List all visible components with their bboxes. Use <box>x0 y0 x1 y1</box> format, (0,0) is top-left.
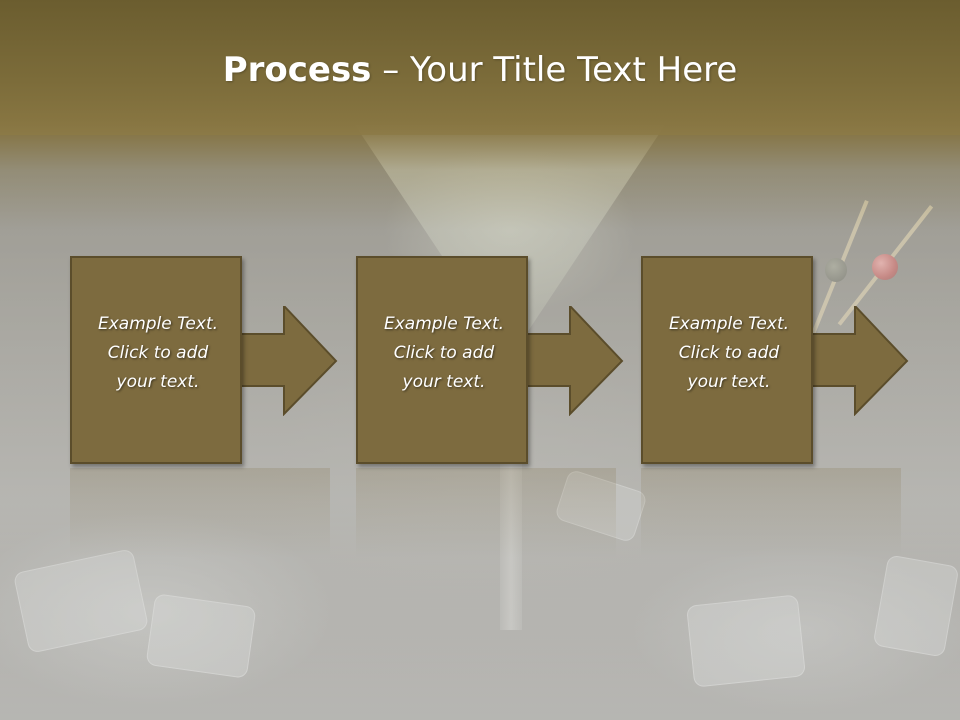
step-reflection <box>70 468 330 558</box>
step-text[interactable]: Example Text. Click to add your text. <box>97 314 219 392</box>
title-bold-text: Process <box>222 50 372 90</box>
title-band <box>0 0 960 135</box>
step-reflection <box>356 468 616 558</box>
right-arrow-icon <box>811 306 909 416</box>
step-text[interactable]: Example Text. Click to add your text. <box>668 314 790 392</box>
step-box[interactable]: Example Text. Click to add your text. <box>641 256 813 464</box>
step-box[interactable]: Example Text. Click to add your text. <box>70 256 242 464</box>
title-text: – Your Title Text Here <box>371 50 738 90</box>
process-step-1[interactable]: Example Text. Click to add your text. <box>70 256 410 468</box>
step-text[interactable]: Example Text. Click to add your text. <box>383 314 505 392</box>
right-arrow-icon <box>526 306 624 416</box>
step-reflection <box>641 468 901 558</box>
step-box[interactable]: Example Text. Click to add your text. <box>356 256 528 464</box>
slide-title[interactable]: Process – Your Title Text Here <box>0 50 960 90</box>
right-arrow-icon <box>240 306 338 416</box>
process-step-3[interactable]: Example Text. Click to add your text. <box>641 256 960 468</box>
process-step-2[interactable]: Example Text. Click to add your text. <box>356 256 696 468</box>
